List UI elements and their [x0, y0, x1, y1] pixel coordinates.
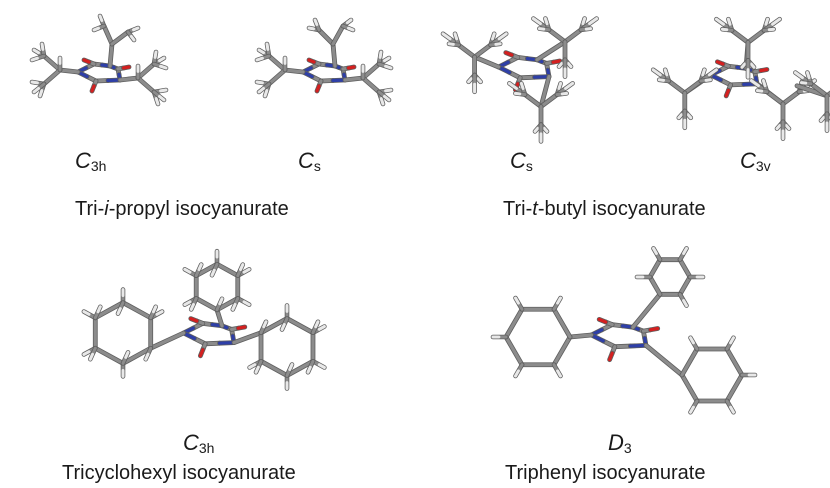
molecule-model-tri-t-butyl-c3v — [650, 16, 830, 141]
symmetry-label-cs-top-2: Cs — [510, 148, 533, 174]
symmetry-label-cs-top-1: Cs — [298, 148, 321, 174]
symmetry-label-c3h-top: C3h — [75, 148, 107, 174]
caption-triphenyl: Triphenyl isocyanurate — [505, 462, 706, 484]
molecule-model-tri-i-propyl-c3h — [29, 13, 169, 107]
molecule-model-triphenyl-d3 — [490, 246, 758, 415]
symmetry-label-c3h-bottom: C3h — [183, 430, 215, 456]
molecule-model-tri-t-butyl-cs — [440, 16, 599, 144]
symmetry-label-c3v-top: C3v — [740, 148, 771, 174]
caption-tricyclohexyl: Tricyclohexyl isocyanurate — [62, 462, 296, 484]
symmetry-label-d3-bottom: D3 — [608, 430, 632, 456]
caption-tri-i-propyl: Tri-i-propyl isocyanurate — [75, 198, 289, 220]
molecule-model-tricyclohexyl-c3h — [81, 248, 327, 391]
caption-tri-t-butyl: Tri-t-butyl isocyanurate — [503, 198, 706, 220]
molecule-model-tri-i-propyl-cs — [254, 17, 394, 107]
